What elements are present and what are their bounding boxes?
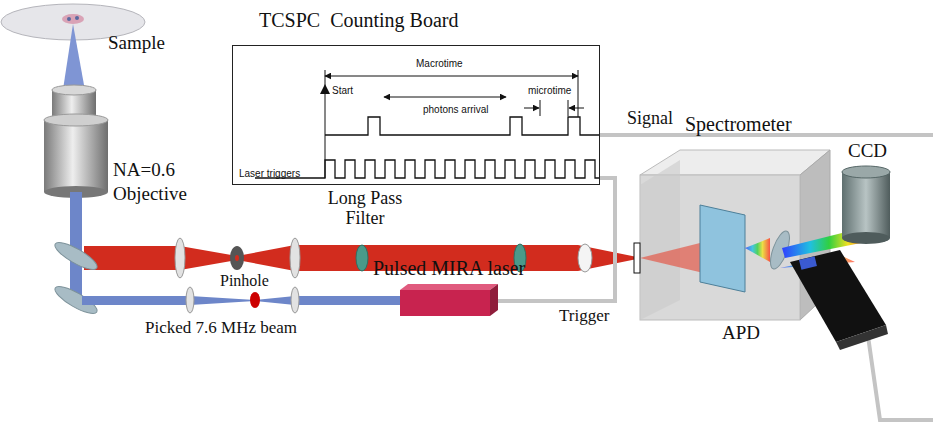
illustration-part [52,238,101,274]
part-name: Sample [108,32,165,54]
illustration-part [490,284,498,316]
part-name: Spectrometer [685,113,792,136]
illustration-part [790,250,886,342]
spectrometer-box: Spectrometer [640,150,830,320]
part-name: APD [722,322,760,344]
illustration-part [291,287,299,313]
illustration-part [44,114,108,126]
signal-name: Laser triggers [239,168,300,179]
illustration-part [356,245,368,271]
illustration-part [325,117,600,135]
illustration-part [84,246,237,270]
illustration-part [700,205,745,292]
illustration-part [67,17,71,21]
signal-name: Start [332,85,353,96]
signal-name: Trigger [559,306,609,326]
signal-name: microtime [528,85,571,96]
illustration-part [540,100,541,116]
illustration-part [578,70,579,117]
part-name: CCD [848,140,887,162]
illustration-part [235,255,239,261]
illustration-part [842,166,890,178]
part-name: Pulsed MIRA laser [373,257,525,280]
illustration-part [255,160,600,178]
illustration-part [325,76,578,77]
illustration-part [868,336,933,420]
illustration-part [568,100,569,116]
illustration-part [82,296,255,305]
illustration-part [175,238,185,278]
illustration-part [745,238,770,262]
illustration-part [44,120,108,192]
illustration-part [842,232,890,244]
illustration-part [384,97,506,98]
signal-name: Macrotime [416,58,463,69]
illustration-part [62,14,84,24]
signal-name: Signal [627,108,673,129]
illustration-part [400,284,498,290]
laser-box: Pulsed MIRA laser [400,286,498,316]
illustration-part [842,172,890,238]
illustration-part [52,85,96,95]
board-title: TCSPC Counting Board [259,9,458,32]
illustration-part [75,16,79,20]
part-name: Pinhole [220,272,269,290]
illustration-part [186,287,194,313]
illustration-part [400,290,490,316]
illustration-part [320,84,330,94]
illustration-part [230,246,244,270]
part-name: Long Pass Filter [322,188,408,228]
tcspc-board: TCSPC Counting BoardMacrotimeStartphoton… [232,45,600,185]
illustration-part [255,296,400,305]
trigger-cable [498,178,615,301]
illustration-part [578,244,592,272]
signal-name: photons arrival [423,104,489,115]
illustration-part [524,108,539,109]
illustration-part [836,325,888,350]
part-name: NA=0.6 Objective [113,158,208,206]
illustration-part [634,243,640,273]
illustration-part [290,238,300,278]
illustration-part [799,256,817,270]
beam-label: Picked 7.6 MHz beam [145,318,297,338]
illustration-part [569,108,584,109]
illustration-part [250,292,260,308]
illustration-part [640,160,680,320]
